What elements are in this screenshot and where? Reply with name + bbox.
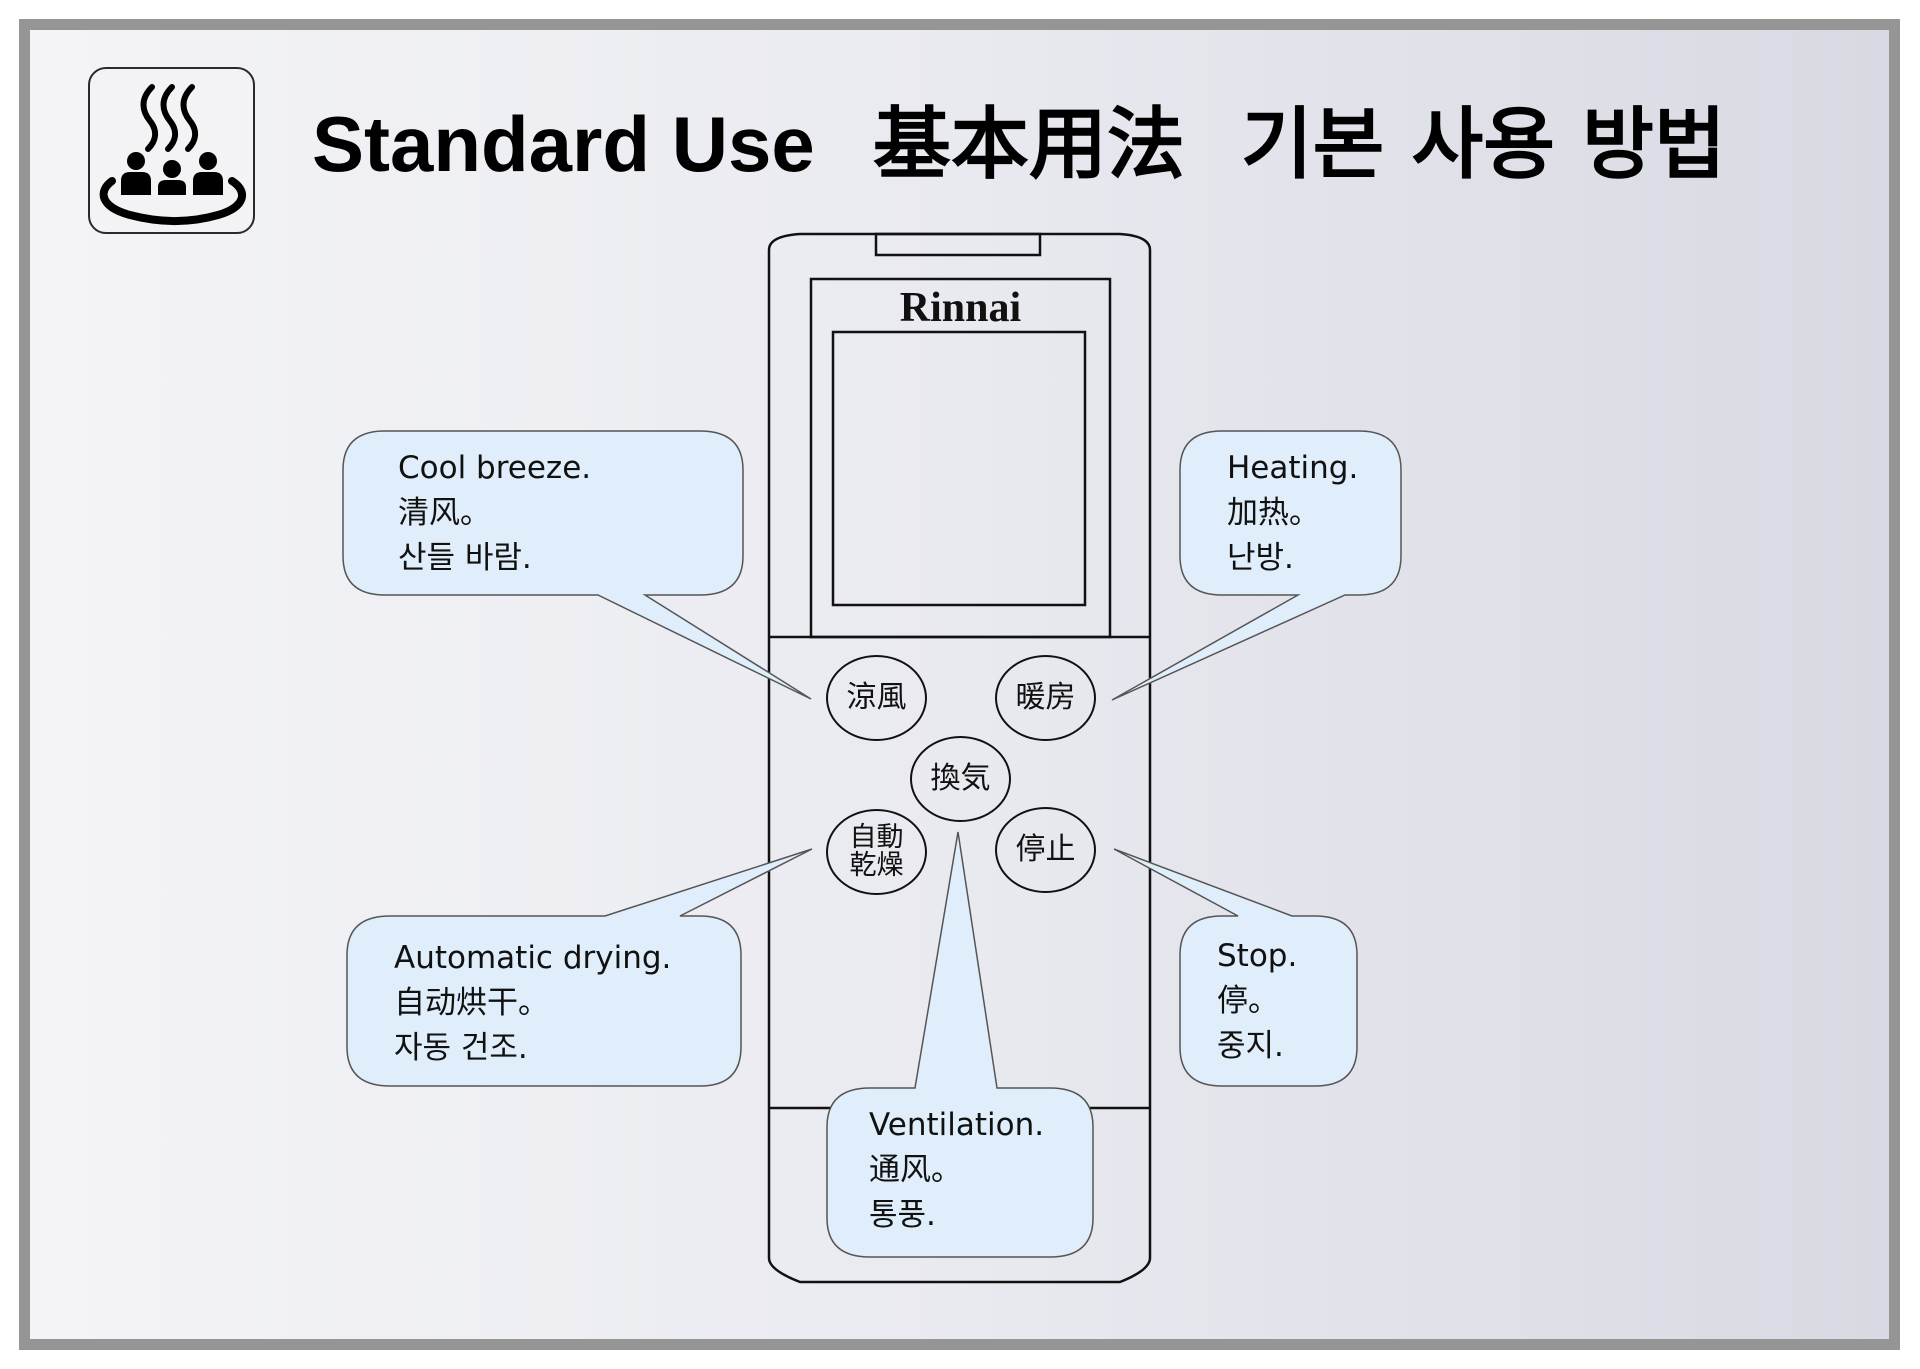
button-cool-breeze[interactable]: 涼風 (826, 655, 927, 741)
button-ventilation-label: 換気 (930, 761, 991, 796)
hot-spring-bath-icon (88, 67, 255, 234)
callout-heating-en: Heating. (1227, 450, 1359, 486)
callout-ventilation: Ventilation. 通风。 통풍. (869, 1103, 1044, 1238)
title-chinese: 基本用法 (872, 100, 1185, 190)
button-auto-drying-label-line1: 自動 (849, 822, 904, 853)
callout-stop-bubble (1113, 848, 1358, 1087)
callout-cool-breeze-ko: 산들 바람. (398, 540, 532, 576)
button-auto-drying[interactable]: 自動 乾燥 (826, 809, 927, 895)
button-heating-label: 暖房 (1015, 680, 1076, 715)
callout-cool-breeze-zh: 清风。 (398, 495, 491, 531)
callout-ventilation-ko: 통풍. (869, 1197, 936, 1233)
callout-auto-drying-zh: 自动烘干。 (394, 985, 549, 1021)
callout-auto-drying-ko: 자동 건조. (394, 1030, 528, 1066)
callout-stop: Stop. 停。 중지. (1217, 934, 1297, 1069)
button-auto-drying-label-line2: 乾燥 (849, 850, 904, 881)
callout-heating: Heating. 加热。 난방. (1227, 446, 1358, 581)
button-ventilation[interactable]: 換気 (910, 736, 1011, 822)
title-korean: 기본 사용 방법 (1240, 100, 1726, 190)
callout-cool-breeze-en: Cool breeze. (398, 450, 592, 486)
callout-ventilation-en: Ventilation. (869, 1107, 1045, 1143)
callout-heating-ko: 난방. (1227, 540, 1294, 576)
button-stop-label: 停止 (1015, 832, 1076, 867)
remote-brand-logo: Rinnai (899, 285, 1022, 331)
button-stop[interactable]: 停止 (995, 807, 1096, 893)
callout-ventilation-zh: 通风。 (869, 1152, 962, 1188)
callout-auto-drying-en: Automatic drying. (394, 940, 672, 976)
button-cool-breeze-label: 涼風 (846, 680, 907, 715)
callout-stop-ko: 중지. (1217, 1028, 1284, 1064)
callout-ventilation-bubble (826, 831, 1094, 1258)
callout-cool-breeze-bubble (342, 430, 812, 700)
callout-auto-drying-bubble (346, 848, 813, 1087)
callout-heating-zh: 加热。 (1227, 495, 1320, 531)
button-heating[interactable]: 暖房 (995, 655, 1096, 741)
callout-auto-drying: Automatic drying. 自动烘干。 자동 건조. (394, 936, 671, 1071)
title-english: Standard Use (312, 100, 815, 188)
callout-stop-en: Stop. (1217, 938, 1298, 974)
callout-stop-zh: 停。 (1217, 983, 1279, 1019)
callout-cool-breeze: Cool breeze. 清风。 산들 바람. (398, 446, 591, 581)
page-title: Standard Use 基本用法 기본 사용 방법 (312, 94, 1726, 194)
callout-heating-bubble (1111, 430, 1402, 701)
